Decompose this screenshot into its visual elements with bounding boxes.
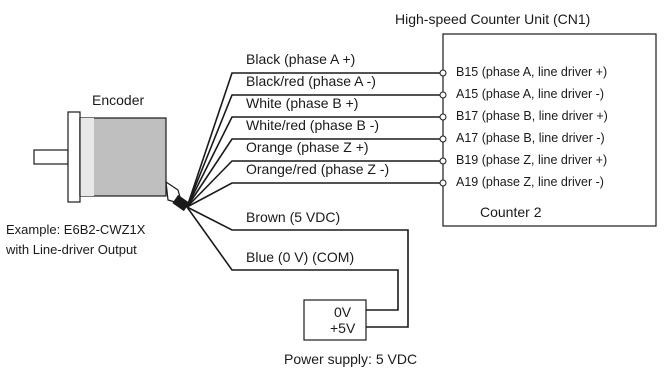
wire-black (186, 72, 443, 208)
power-wires (186, 206, 409, 328)
encoder-shaft (33, 149, 69, 165)
terminal-b19 (439, 157, 447, 165)
wire-label: Orange (phase Z +) (246, 139, 369, 155)
wire-orange (186, 160, 443, 208)
wire-brown (186, 206, 409, 328)
encoder-cable-tip (172, 194, 190, 212)
wire-labels: Black (phase A +) Black/red (phase A -) … (246, 51, 389, 177)
signal-wires (186, 72, 443, 208)
terminals (439, 69, 447, 187)
terminal-label: A19 (phase Z, line driver -) (456, 175, 604, 189)
terminal-label: A15 (phase A, line driver -) (456, 87, 604, 101)
wire-label-blue: Blue (0 V) (COM) (246, 249, 354, 265)
terminal-label: B15 (phase A, line driver +) (456, 65, 607, 79)
encoder-housing (79, 117, 167, 197)
terminal-a15 (439, 91, 447, 99)
wire-label: Orange/red (phase Z -) (246, 161, 389, 177)
wire-black-red (186, 94, 443, 208)
encoder-body (33, 111, 190, 212)
terminal-b15 (439, 69, 447, 77)
encoder-example-line2: with Line-driver Output (5, 242, 137, 257)
wire-label-brown: Brown (5 VDC) (246, 209, 340, 225)
terminal-b17 (439, 113, 447, 121)
power-supply-caption: Power supply: 5 VDC (284, 351, 417, 367)
encoder-flange (67, 111, 81, 203)
wire-white-red (186, 138, 443, 208)
wire-white (186, 116, 443, 208)
counter-unit-title: High-speed Counter Unit (CN1) (395, 11, 590, 27)
terminal-label: B19 (phase Z, line driver +) (456, 153, 607, 167)
counter-unit-box (442, 33, 657, 227)
wire-label: White (phase B +) (246, 95, 358, 111)
terminal-label: A17 (phase B, line driver -) (456, 131, 605, 145)
encoder-highlight (80, 118, 94, 196)
terminal-a17 (439, 135, 447, 143)
terminal-label: B17 (phase B, line driver +) (456, 109, 608, 123)
counter-label: Counter 2 (480, 204, 542, 220)
encoder-title: Encoder (92, 92, 144, 108)
wire-orange-red (186, 182, 443, 208)
wire-label: Black (phase A +) (246, 51, 355, 67)
encoder-example-line1: Example: E6B2-CWZ1X (6, 222, 146, 237)
power-supply-box (303, 299, 367, 341)
wire-blue (186, 206, 399, 311)
terminal-labels: B15 (phase A, line driver +) A15 (phase … (456, 65, 608, 189)
terminal-a19 (439, 179, 447, 187)
wire-label: Black/red (phase A -) (246, 73, 376, 89)
wire-label: White/red (phase B -) (246, 117, 379, 133)
power-supply-0v: 0V (334, 304, 352, 320)
power-supply-5v: +5V (330, 320, 356, 336)
